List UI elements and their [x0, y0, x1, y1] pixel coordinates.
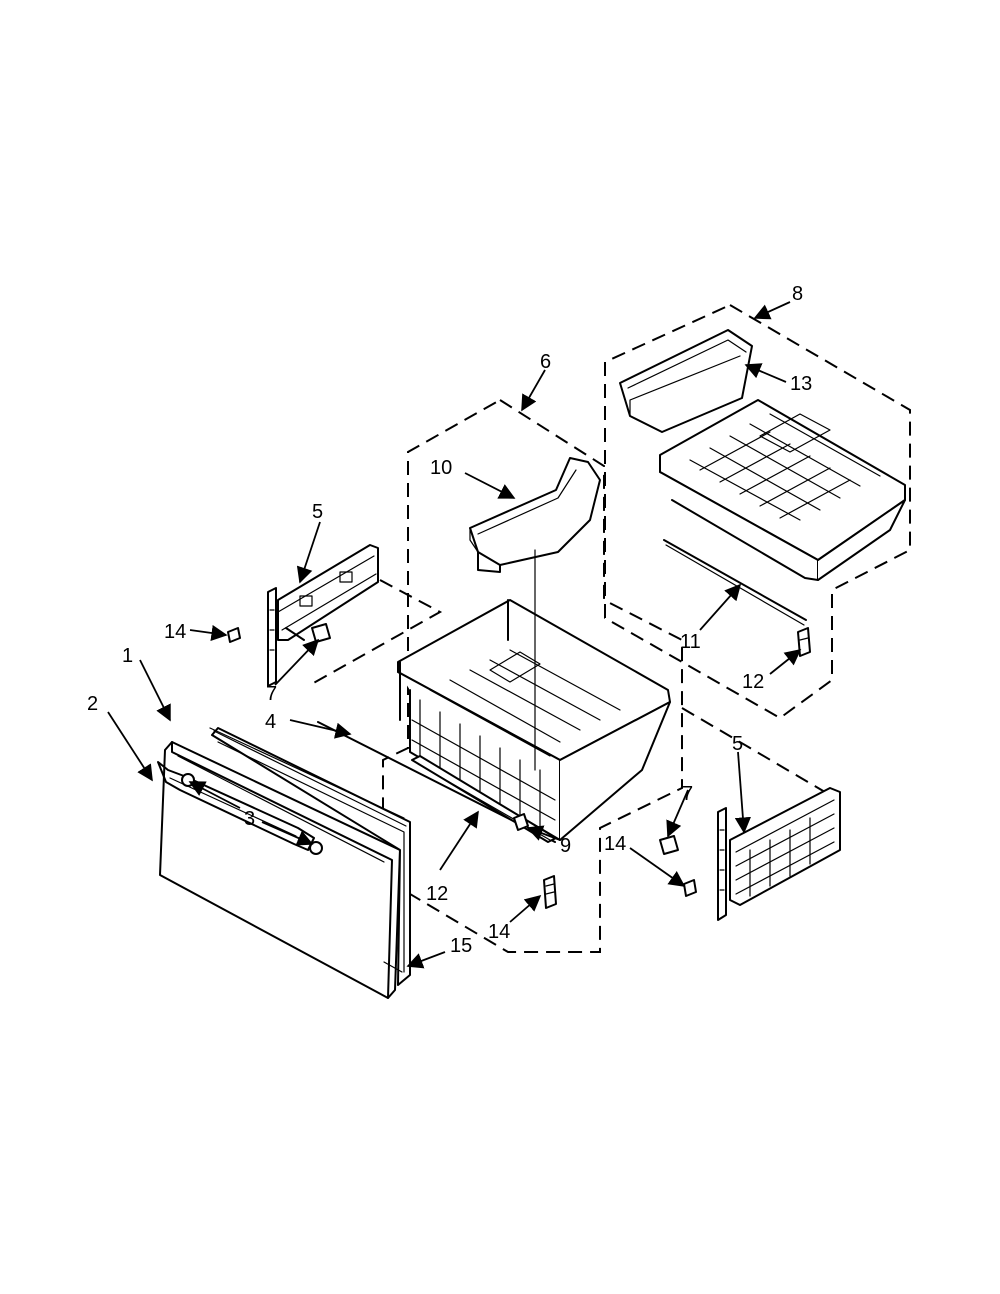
small-bin [469, 457, 601, 573]
left-rail-screw-14 [227, 627, 241, 643]
label-part-10: 10 [430, 457, 452, 479]
group-boundary-8 [604, 304, 911, 720]
leader-lines [107, 301, 802, 969]
label-part-8: 8 [792, 283, 803, 305]
label-part-13: 13 [790, 373, 812, 395]
label-part-5-right: 5 [732, 733, 743, 755]
label-part-3: 3 [244, 808, 255, 830]
label-part-1: 1 [122, 645, 133, 667]
left-rail-bolt-7 [311, 623, 331, 643]
label-part-9: 9 [560, 835, 571, 857]
part-labels: 1 2 3 4 5 5 6 7 7 8 9 10 11 12 12 13 14 … [87, 283, 812, 957]
label-part-7-right: 7 [682, 783, 693, 805]
label-part-5-left: 5 [312, 501, 323, 523]
label-part-14-right: 14 [604, 833, 626, 855]
right-rail-screw-14 [683, 879, 697, 897]
upper-small-bin-13 [619, 329, 753, 433]
drawer-front [159, 727, 411, 999]
label-part-6: 6 [540, 351, 551, 373]
label-part-4: 4 [265, 711, 276, 733]
label-part-2: 2 [87, 693, 98, 715]
label-part-12-upper: 12 [742, 671, 764, 693]
right-slide-rail [717, 787, 841, 921]
label-part-15: 15 [450, 935, 472, 957]
lower-crisper-basket [397, 599, 671, 841]
left-slide-rail [267, 544, 379, 687]
label-part-7-left: 7 [266, 683, 277, 705]
drawer-gasket [209, 727, 405, 973]
label-part-14-left: 14 [164, 621, 186, 643]
label-part-14-lower: 14 [488, 921, 510, 943]
rail-alignment-dashes [309, 579, 831, 796]
label-part-12-lower: 12 [426, 883, 448, 905]
group-boundary-6 [382, 399, 683, 953]
label-part-11: 11 [680, 631, 701, 653]
upper-crisper-basket [659, 399, 906, 581]
upper-screw-12 [797, 627, 811, 657]
right-rail-bolt-7 [659, 835, 679, 855]
lower-screw-14 [543, 875, 557, 909]
